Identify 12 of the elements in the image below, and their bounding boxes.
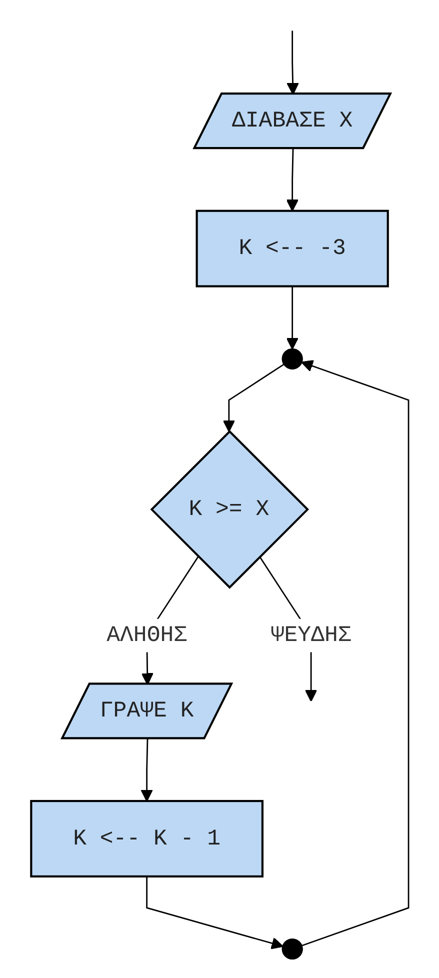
arrow	[286, 30, 299, 95]
arrow	[222, 364, 284, 432]
node-box: Κ <-- Κ - 1	[30, 800, 264, 878]
edge-label: ΨΕΥΔΗΣ	[270, 622, 351, 648]
arrow	[286, 286, 298, 350]
arrow	[300, 360, 409, 946]
arrow	[146, 876, 284, 950]
node-diamond: Κ >= Χ	[150, 430, 309, 589]
arrow	[286, 148, 298, 212]
node-box: Κ <-- -3	[195, 210, 389, 288]
arrow	[140, 738, 153, 802]
edge-label: ΑΛΗΘΗΣ	[106, 622, 187, 648]
